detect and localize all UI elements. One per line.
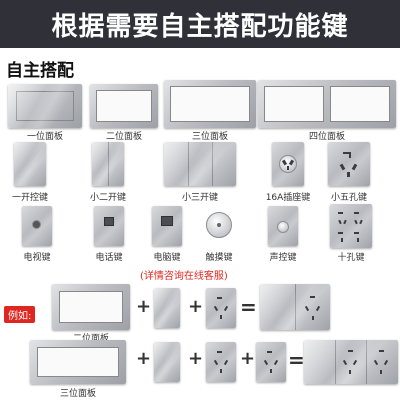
example-switch-1: [154, 288, 180, 328]
frame-3-position: [164, 80, 256, 128]
module-touch: [204, 210, 234, 240]
module-computer: [152, 206, 182, 246]
plus-sign-5: +: [240, 348, 256, 369]
switch-single: [14, 142, 46, 186]
module-phone: [94, 206, 124, 246]
page-banner: 根据需要自主搭配功能键: [0, 0, 400, 48]
example-result-2: [304, 340, 398, 384]
example-frame-3: [30, 340, 126, 384]
switch-double: [92, 142, 124, 186]
example-frame-2: [52, 284, 130, 330]
frame-2-position: [90, 84, 158, 128]
equals-sign-1: =: [240, 295, 257, 319]
frame-4-label: 四位面板: [308, 132, 345, 142]
example-frame-2-label: 二位面板: [72, 334, 109, 344]
example-socket-3: [256, 342, 286, 382]
frame-1-label: 一位面板: [26, 132, 63, 142]
plus-sign-3: +: [136, 348, 152, 369]
module-sound-label: 声控键: [269, 253, 297, 263]
example-socket-1: [206, 288, 236, 328]
consult-note: (详情咨询在线客服): [140, 271, 228, 282]
example-switch-2: [154, 342, 180, 382]
module-tv: [22, 206, 52, 246]
socket-16a-label: 16A插座键: [265, 193, 311, 203]
plus-sign-1: +: [136, 296, 152, 317]
example-result-1: [260, 284, 330, 330]
module-ten-hole: [330, 204, 372, 248]
switch-single-label: 一开控键: [11, 193, 48, 203]
module-phone-label: 电话键: [95, 253, 123, 263]
example-socket-2: [206, 342, 236, 382]
equals-sign-2: =: [288, 348, 305, 372]
frame-3-label: 三位面板: [191, 132, 228, 142]
switch-double-label: 小二开键: [89, 193, 126, 203]
plus-sign-2: +: [188, 296, 204, 317]
frame-1-position: [8, 84, 82, 128]
frame-4-position: [258, 80, 396, 128]
socket-16a: [272, 142, 304, 186]
example-tag: 例如:: [4, 306, 36, 323]
socket-five-hole: [328, 142, 370, 186]
module-computer-label: 电脑键: [153, 253, 181, 263]
module-touch-label: 触摸键: [205, 253, 233, 263]
example-frame-3-label: 三位面板: [59, 389, 96, 399]
section-title: 自主搭配: [6, 61, 74, 81]
module-ten-hole-label: 十孔键: [337, 253, 365, 263]
module-sound: [268, 206, 298, 246]
frame-2-label: 二位面板: [105, 132, 142, 142]
switch-triple-label: 小三开键: [181, 193, 218, 203]
module-tv-label: 电视键: [23, 253, 51, 263]
socket-five-hole-label: 小五孔键: [330, 193, 367, 203]
switch-triple: [164, 142, 236, 186]
plus-sign-4: +: [188, 348, 204, 369]
